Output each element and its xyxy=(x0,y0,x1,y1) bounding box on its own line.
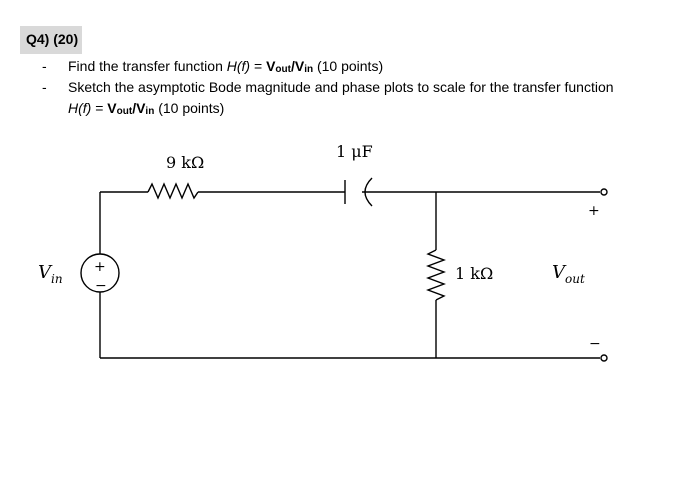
resistor-1k xyxy=(426,249,446,301)
bullet-2-v2: V xyxy=(136,100,146,116)
vin-sub: in xyxy=(51,272,63,286)
vin-label: Vin xyxy=(38,262,63,286)
source-minus: − xyxy=(95,278,107,294)
bullet-1-suffix: (10 points) xyxy=(313,58,384,74)
bullet-dash-1: - xyxy=(42,58,47,74)
question-label-box: Q4) (20) xyxy=(20,26,82,54)
bullet-2-suffix: (10 points) xyxy=(154,100,225,116)
voltage-source-circle xyxy=(80,253,120,293)
bullet-1-v1sub: out xyxy=(275,64,291,75)
bullet-1-v2: V xyxy=(294,58,305,74)
question-label: Q4) (20) xyxy=(26,31,79,47)
bullet-2-slash: / xyxy=(132,100,137,116)
bullet-2-v1sub: out xyxy=(116,106,133,117)
resistor-9k xyxy=(147,182,199,200)
vout-main: V xyxy=(552,262,567,283)
bullet-1-v1: V xyxy=(266,58,276,74)
c1-label: 1 μF xyxy=(336,142,373,161)
bullet-line-2a: Sketch the asymptotic Bode magnitude and… xyxy=(68,79,614,95)
output-minus: − xyxy=(589,336,601,352)
bullet-1-func: H(f) xyxy=(226,58,251,74)
vin-main: V xyxy=(38,262,53,283)
bullet-2-v2sub: in xyxy=(145,106,155,117)
bullet-2-v1: V xyxy=(107,100,117,116)
bullet-line-2b: H(f) = Vout/Vin (10 points) xyxy=(68,100,224,117)
output-terminal-bottom xyxy=(600,354,608,362)
output-plus: + xyxy=(588,203,600,219)
bullet-1-eq: = xyxy=(250,58,267,74)
bullet-1-slash: / xyxy=(290,58,295,74)
bullet-2-func: H(f) xyxy=(68,100,92,116)
bullet-line-1: Find the transfer function H(f) = Vout/V… xyxy=(68,58,383,75)
output-terminal-top xyxy=(600,188,608,196)
source-plus: + xyxy=(94,259,106,275)
vout-label: Vout xyxy=(552,262,585,286)
bullet-2-eq: = xyxy=(91,100,108,116)
bullet-1-v2sub: in xyxy=(304,64,314,75)
r1-label: 9 kΩ xyxy=(166,153,204,172)
bullet-1-prefix: Find the transfer function xyxy=(68,58,227,74)
bullet-dash-2: - xyxy=(42,79,47,95)
r2-label: 1 kΩ xyxy=(455,264,493,283)
vout-sub: out xyxy=(565,272,585,286)
